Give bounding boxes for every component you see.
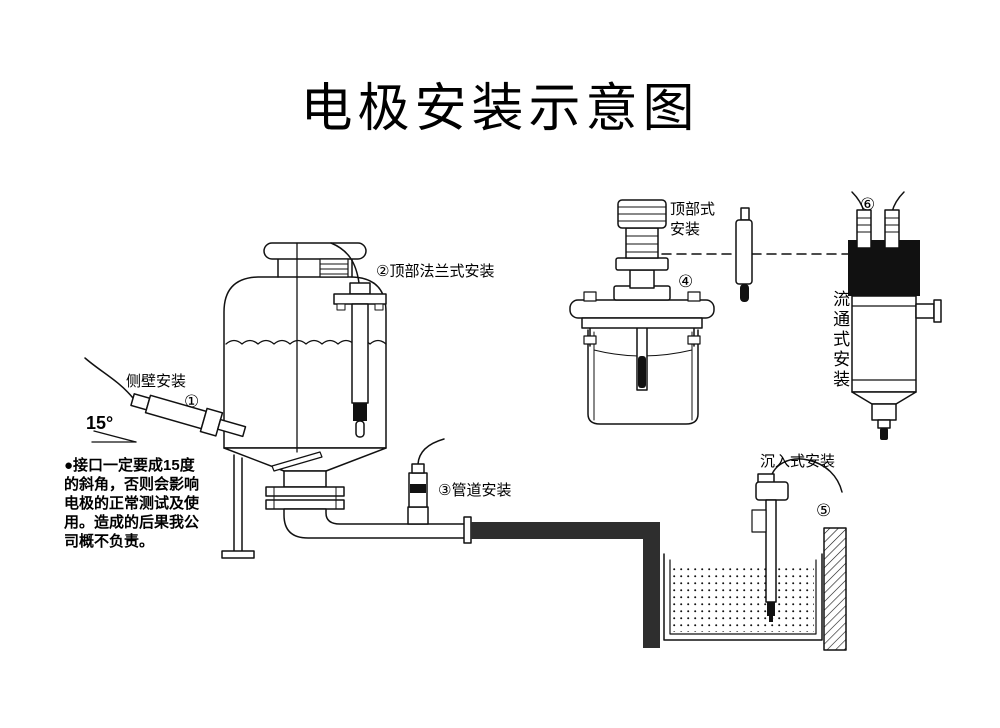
label-num-1: ①	[184, 392, 200, 411]
electrode-tube	[351, 303, 369, 404]
connector-right	[884, 209, 900, 249]
electrode-cap	[755, 481, 789, 501]
cable-right	[891, 191, 905, 213]
mount-bracket	[751, 509, 767, 533]
label-top-flange-install: ②顶部法兰式安装	[376, 263, 495, 280]
tank-lid	[263, 242, 367, 260]
label-num-5: ⑤	[816, 501, 832, 520]
label-top-mount-install: 顶部式 安装	[670, 201, 716, 238]
cable	[84, 357, 134, 399]
stirrer-blade	[271, 451, 323, 472]
label-num-6: ⑥	[860, 195, 876, 214]
cable	[769, 458, 843, 493]
spare-electrode	[735, 207, 753, 302]
lid-plate	[569, 299, 715, 319]
label-pipeline-install: ③管道安装	[438, 482, 512, 499]
flange-plate	[333, 293, 387, 305]
pipeline-electrode	[407, 438, 445, 525]
label-angle-15deg: 15°	[86, 413, 114, 433]
warning-note: ●接口一定要成15度 的斜角，否则会影响 电极的正常测试及使 用。造成的后果我公…	[64, 457, 200, 550]
ground-hatch	[823, 527, 847, 651]
label-flow-through-install: 流通式安装	[830, 290, 850, 390]
pipe-transition-flange	[463, 516, 472, 544]
immersion-electrode	[751, 458, 843, 622]
electrode-rod	[765, 499, 777, 603]
outlet-elbow	[283, 508, 469, 539]
top-mount-vessel	[569, 199, 715, 425]
label-immersion-install: 沉入式安装	[760, 453, 836, 470]
reactor-tank	[221, 242, 469, 559]
side-outlet	[915, 303, 935, 319]
leg-foot	[221, 550, 255, 559]
label-num-4: ④	[678, 272, 694, 291]
connector-left	[856, 209, 872, 249]
cable	[330, 242, 360, 284]
basin-water	[672, 564, 814, 632]
electrode-tip	[355, 420, 365, 438]
drain-basin	[663, 527, 847, 651]
page-title: 电极安装示意图	[300, 81, 700, 138]
cable	[417, 438, 445, 465]
label-side-wall-install: 侧壁安装	[126, 373, 187, 390]
top-flange-electrode	[330, 242, 387, 438]
side-wall-electrode	[84, 357, 247, 443]
angle-ray	[93, 430, 137, 443]
buried-pipe	[471, 522, 660, 648]
cell-cap	[848, 240, 920, 296]
flow-cell	[848, 191, 942, 440]
cell-body	[851, 295, 917, 393]
